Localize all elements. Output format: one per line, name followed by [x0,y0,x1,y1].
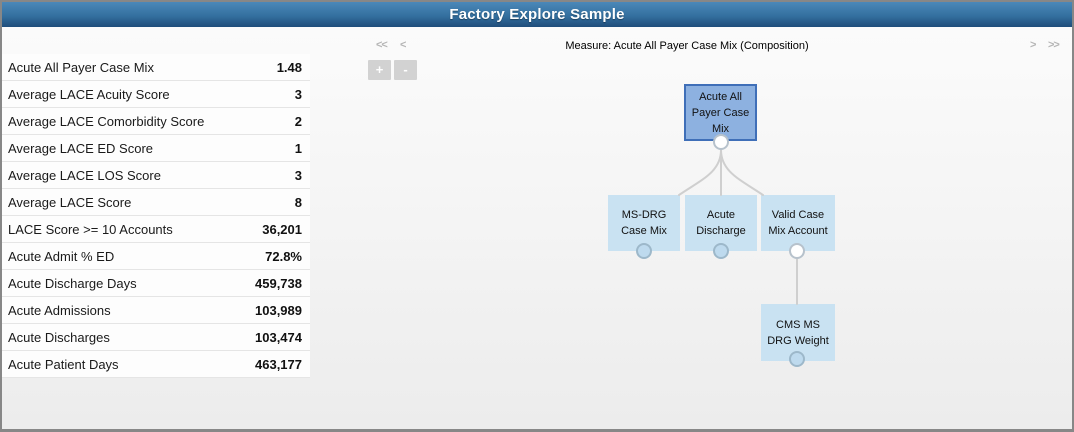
tree-node-valid-case-mix-account[interactable]: Valid Case Mix Account [761,195,835,251]
nav-first-button[interactable]: << [376,39,388,51]
metric-label: Acute All Payer Case Mix [8,59,154,75]
metric-label: Acute Admit % ED [8,248,115,264]
measure-title: Measure: Acute All Payer Case Mix (Compo… [565,40,809,52]
metric-value: 72.8% [265,248,302,264]
metric-label: Acute Admissions [8,302,111,318]
metric-row[interactable]: Acute Discharges 103,474 [2,324,310,351]
metric-value: 3 [294,167,302,183]
zoom-out-button[interactable]: - [394,60,417,80]
metric-label: Average LACE Acuity Score [8,86,170,102]
window-title: Factory Explore Sample [2,2,1072,27]
node-label-line: Acute All [699,90,742,103]
metric-label: Average LACE ED Score [8,140,153,156]
metric-value: 3 [294,86,302,102]
metric-row[interactable]: Acute Patient Days 463,177 [2,351,310,378]
metric-row[interactable]: Acute Admissions 103,989 [2,297,310,324]
metric-label: Average LACE Comorbidity Score [8,113,205,129]
node-label-line: MS-DRG [621,209,667,221]
metric-row[interactable]: Acute All Payer Case Mix 1.48 [2,54,310,81]
metric-value: 459,738 [255,275,302,291]
node-label-line: Mix Account [768,225,828,237]
node-toggle-root-expanded[interactable] [713,134,729,150]
nav-prev-button[interactable]: < [400,39,407,51]
tree-node-cms-ms-drg-weight[interactable]: CMS MS DRG Weight [761,304,835,361]
node-label-line: Case Mix [621,225,667,237]
node-label-line: DRG Weight [767,334,829,347]
node-label-line: Payer Case [691,106,750,119]
metric-row[interactable]: Average LACE Comorbidity Score 2 [2,108,310,135]
node-toggle-validcase-expanded[interactable] [789,243,805,259]
metric-row[interactable]: Acute Discharge Days 459,738 [2,270,310,297]
metric-value: 463,177 [255,356,302,372]
tree-node-acute-discharge[interactable]: Acute Discharge [685,195,757,251]
metric-row[interactable]: Average LACE Acuity Score 3 [2,81,310,108]
metric-list: Acute All Payer Case Mix 1.48 Average LA… [2,54,310,378]
zoom-in-button[interactable]: + [368,60,391,80]
metric-label: Acute Discharges [8,329,110,345]
nav-next-button[interactable]: > [1030,39,1037,51]
metric-row[interactable]: Acute Admit % ED 72.8% [2,243,310,270]
metric-label: Acute Discharge Days [8,275,137,291]
metric-label: Average LACE LOS Score [8,167,161,183]
metric-value: 103,474 [255,329,302,345]
metric-row[interactable]: LACE Score >= 10 Accounts 36,201 [2,216,310,243]
metric-value: 36,201 [262,221,302,237]
metric-row[interactable]: Average LACE ED Score 1 [2,135,310,162]
metric-label: LACE Score >= 10 Accounts [8,221,173,237]
metric-value: 2 [294,113,302,129]
metric-row[interactable]: Average LACE LOS Score 3 [2,162,310,189]
metric-value: 1 [294,140,302,156]
metric-label: Average LACE Score [8,194,132,210]
node-label-line: Acute [706,209,736,221]
tree-node-acute-all-payer-case-mix[interactable]: Acute All Payer Case Mix [684,84,757,141]
node-label-line: CMS MS [776,318,820,331]
node-toggle-discharge[interactable] [713,243,729,259]
nav-last-button[interactable]: >> [1048,39,1060,51]
metric-value: 8 [294,194,302,210]
node-label-line: Discharge [696,225,746,237]
metric-value: 1.48 [276,59,302,75]
node-label-line: Valid Case [771,209,825,221]
metric-row[interactable]: Average LACE Score 8 [2,189,310,216]
tree-node-msdrg-case-mix[interactable]: MS-DRG Case Mix [608,195,680,251]
node-toggle-cms[interactable] [789,351,805,367]
node-toggle-msdrg[interactable] [636,243,652,259]
node-label-line: Mix [711,122,730,135]
metric-label: Acute Patient Days [8,356,119,372]
metric-value: 103,989 [255,302,302,318]
